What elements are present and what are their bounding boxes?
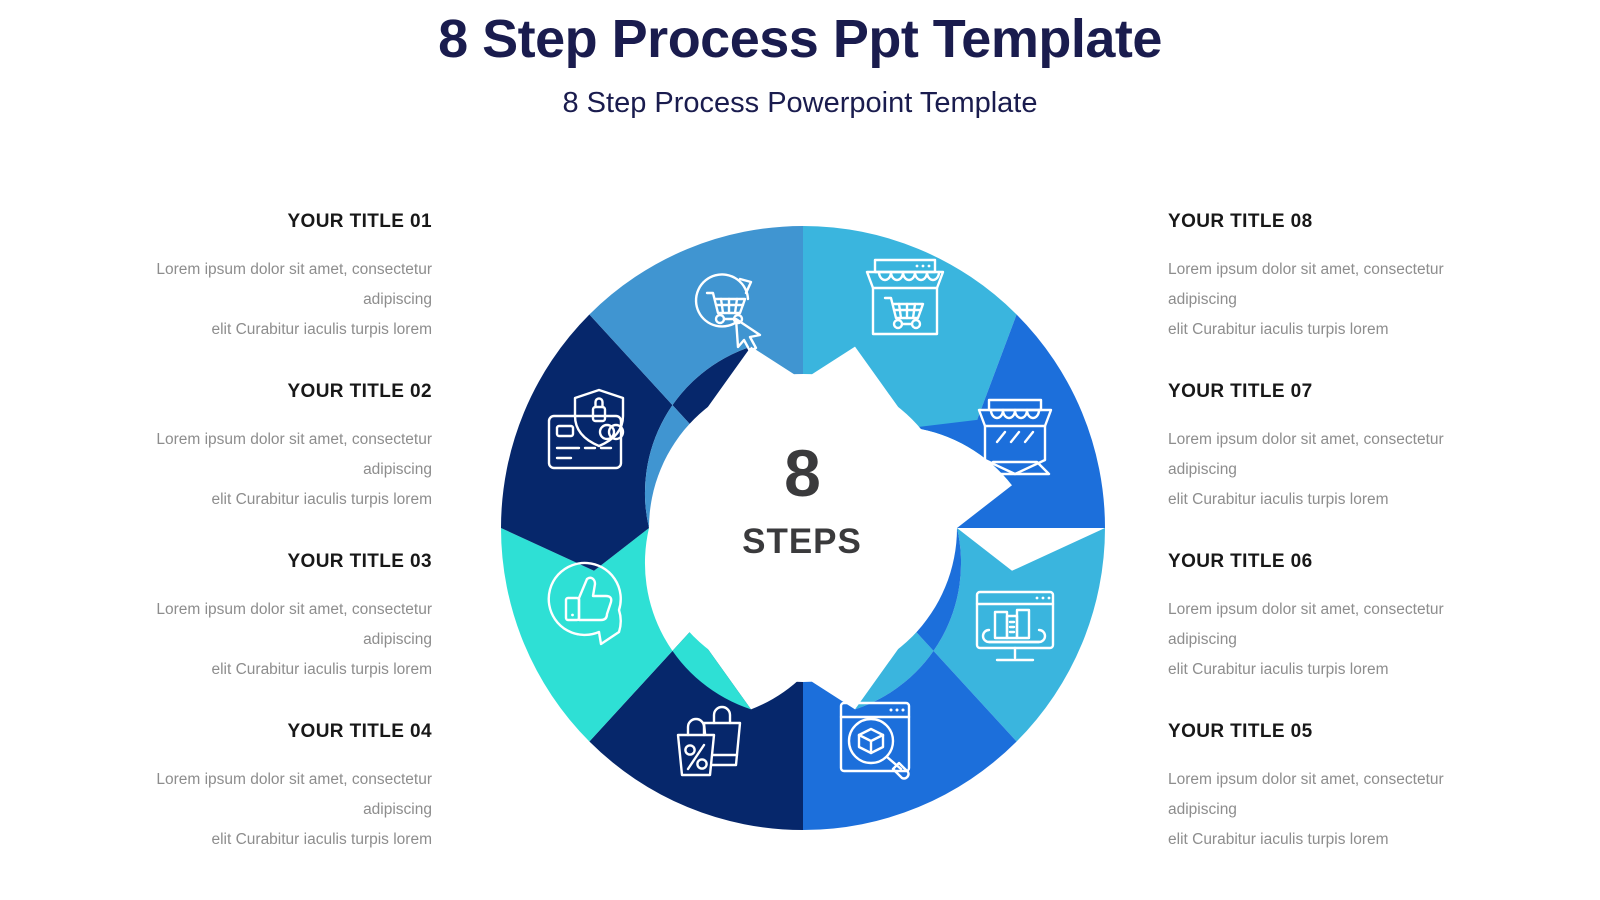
step-body-line-2: elit Curabitur iaculis turpis lorem [1168, 831, 1389, 849]
step-body-line-2: elit Curabitur iaculis turpis lorem [1168, 321, 1389, 339]
step-text-block-01[interactable]: YOUR TITLE 01 Lorem ipsum dolor sit amet… [92, 211, 432, 346]
step-body-04: Lorem ipsum dolor sit amet, consectetur … [92, 765, 432, 856]
step-body-line-2: elit Curabitur iaculis turpis lorem [211, 661, 432, 679]
step-body-line-1: Lorem ipsum dolor sit amet, consectetur … [1168, 600, 1444, 649]
storefront-cart-icon [865, 258, 945, 336]
discount-shopping-bags-icon [676, 705, 742, 777]
step-body-05: Lorem ipsum dolor sit amet, consectetur … [1168, 765, 1508, 856]
step-body-line-2: elit Curabitur iaculis turpis lorem [211, 321, 432, 339]
step-body-line-1: Lorem ipsum dolor sit amet, consectetur … [156, 770, 432, 819]
step-title-05: YOUR TITLE 05 [1168, 721, 1313, 742]
step-body-line-1: Lorem ipsum dolor sit amet, consectetur … [1168, 260, 1444, 309]
secure-payment-card-icon [547, 388, 625, 470]
step-text-block-04[interactable]: YOUR TITLE 04 Lorem ipsum dolor sit amet… [92, 721, 432, 856]
center-word: STEPS [742, 522, 862, 561]
step-text-block-05[interactable]: YOUR TITLE 05 Lorem ipsum dolor sit amet… [1168, 721, 1508, 856]
wheel-segment-04[interactable] [589, 628, 803, 830]
step-title-02: YOUR TITLE 02 [287, 381, 432, 402]
wheel-segment-06[interactable] [855, 528, 1105, 742]
step-body-02: Lorem ipsum dolor sit amet, consectetur … [92, 425, 432, 516]
wheel-segment-05[interactable] [803, 528, 1017, 830]
step-body-06: Lorem ipsum dolor sit amet, consectetur … [1168, 595, 1508, 686]
step-text-block-02[interactable]: YOUR TITLE 02 Lorem ipsum dolor sit amet… [92, 381, 432, 516]
step-body-line-1: Lorem ipsum dolor sit amet, consectetur … [156, 260, 432, 309]
step-body-line-1: Lorem ipsum dolor sit amet, consectetur … [1168, 770, 1444, 819]
step-body-line-2: elit Curabitur iaculis turpis lorem [211, 831, 432, 849]
step-body-line-1: Lorem ipsum dolor sit amet, consectetur … [156, 430, 432, 479]
step-text-block-03[interactable]: YOUR TITLE 03 Lorem ipsum dolor sit amet… [92, 551, 432, 686]
step-body-08: Lorem ipsum dolor sit amet, consectetur … [1168, 255, 1508, 346]
wheel-center-label: 8 STEPS [652, 440, 952, 559]
cart-cursor-icon [694, 273, 762, 353]
step-body-07: Lorem ipsum dolor sit amet, consectetur … [1168, 425, 1508, 516]
step-body-line-2: elit Curabitur iaculis turpis lorem [1168, 491, 1389, 509]
thumbs-up-review-icon [547, 561, 622, 646]
step-body-line-2: elit Curabitur iaculis turpis lorem [211, 491, 432, 509]
step-title-06: YOUR TITLE 06 [1168, 551, 1313, 572]
slide-header: 8 Step Process Ppt Template 8 Step Proce… [0, 8, 1600, 121]
step-body-01: Lorem ipsum dolor sit amet, consectetur … [92, 255, 432, 346]
online-catalog-monitor-icon [975, 590, 1055, 662]
page-subtitle: 8 Step Process Powerpoint Template [562, 87, 1038, 120]
step-title-01: YOUR TITLE 01 [287, 211, 432, 232]
product-search-browser-icon [839, 701, 911, 780]
step-body-line-2: elit Curabitur iaculis turpis lorem [1168, 661, 1389, 679]
step-title-08: YOUR TITLE 08 [1168, 211, 1313, 232]
step-title-04: YOUR TITLE 04 [287, 721, 432, 742]
step-body-line-1: Lorem ipsum dolor sit amet, consectetur … [1168, 430, 1444, 479]
shop-stall-icon [977, 398, 1053, 476]
page-title: 8 Step Process Ppt Template [438, 9, 1162, 69]
step-body-03: Lorem ipsum dolor sit amet, consectetur … [92, 595, 432, 686]
step-text-block-07[interactable]: YOUR TITLE 07 Lorem ipsum dolor sit amet… [1168, 381, 1508, 516]
step-title-03: YOUR TITLE 03 [287, 551, 432, 572]
step-text-block-06[interactable]: YOUR TITLE 06 Lorem ipsum dolor sit amet… [1168, 551, 1508, 686]
step-text-block-08[interactable]: YOUR TITLE 08 Lorem ipsum dolor sit amet… [1168, 211, 1508, 346]
step-title-07: YOUR TITLE 07 [1168, 381, 1313, 402]
step-body-line-1: Lorem ipsum dolor sit amet, consectetur … [156, 600, 432, 649]
wheel-segment-03[interactable] [500, 528, 751, 742]
center-number: 8 [784, 436, 821, 510]
